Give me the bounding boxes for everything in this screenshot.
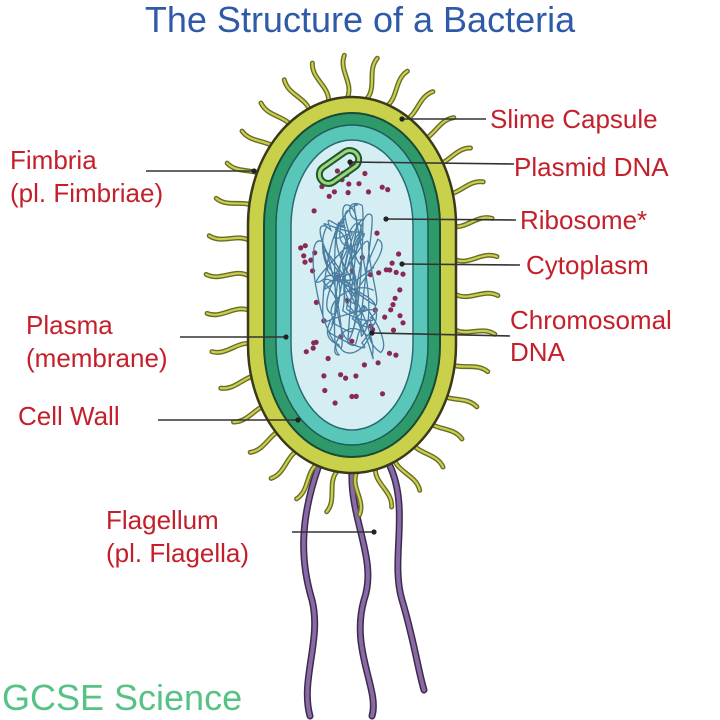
ribosome-dot [400,271,406,277]
label-cytoplasm: Cytoplasm [526,250,649,280]
ribosome-dot [301,253,307,259]
ribosome-dot [361,362,367,368]
fimbria-hair-inner [374,467,393,509]
flagellum-tail [386,462,428,694]
ribosome-dot [308,257,314,263]
ribosome-dot [332,400,338,406]
label-ribosome: Ribosome* [520,205,648,235]
ribosome-dot [353,373,359,379]
ribosome-dot [321,373,327,379]
fimbria-hair-inner [353,471,363,516]
ribosome-dot [346,181,352,187]
ribosome-dot [390,302,396,308]
ribosome-dot [375,360,381,366]
ribosome-dot [331,189,337,195]
label-chromosomal-line2: DNA [510,337,565,367]
flagellum-tail-inner [301,466,320,718]
label-plasma-line1: Plasma [26,310,113,340]
fimbria-hair-inner [311,61,330,103]
flagella [300,462,428,720]
ribosome-dot [345,190,351,196]
ribosome-dot [400,320,406,326]
ribosome-dot [396,251,402,257]
ribosome-dot [302,243,308,249]
ribosomes [298,161,406,406]
ribosome-dot [390,327,397,333]
fimbria-hair-inner [341,54,351,99]
ribosome-dot [376,270,382,276]
ribosome-dot [334,168,340,174]
fimbria-hair-inner [325,469,339,513]
leader-chromosomal-dna [371,332,511,337]
ribosome-dot [392,295,398,301]
ribosome-dot [387,267,393,273]
label-plasmid-dna: Plasmid DNA [514,152,669,182]
label-fimbria-line2: (pl. Fimbriae) [10,178,164,208]
ribosome-dot [393,352,399,358]
ribosome-dot [349,393,355,400]
flagellum-tail-inner [349,470,376,718]
ribosome-dot [349,338,355,344]
leader-plasmid-dna [349,161,515,165]
label-plasma-line2: (membrane) [26,343,168,373]
leader-dots [251,116,405,535]
ribosome-dot [397,313,403,319]
fimbria-hair-inner [205,272,250,278]
plasmid-dna-inner [317,149,361,185]
label-fimbria-line1: Fimbria [10,145,97,175]
label-flagellum-line2: (pl. Flagella) [106,538,250,568]
ribosome-dot [311,340,317,346]
ribosome-dot [353,393,359,399]
ribosome-dot [379,184,385,190]
ribosome-dot [302,259,308,265]
ribosome-dot [393,269,399,275]
ribosome-dot [298,245,304,251]
ribosome-dot [325,355,331,362]
flagellum-tail-inner [388,464,426,692]
ribosome-dot [386,350,393,356]
label-flagellum-line1: Flagellum [106,505,219,535]
ribosome-dot [311,208,317,214]
ribosome-dot [385,187,391,193]
chromosomal-dna [312,202,385,360]
ribosome-dot [310,345,316,351]
fimbria-hair-inner [205,307,251,316]
label-slime-capsule: Slime Capsule [490,104,658,134]
footer-brand: GCSE Science [2,677,243,718]
fimbria-hair-inner [454,292,499,298]
fimbria-hair-inner [365,57,379,101]
ribosome-dot [397,287,403,293]
ribosome-dot [389,260,395,266]
label-chromosomal-line1: Chromosomal [510,305,672,335]
ribosome-dot [322,387,328,394]
ribosome-dot [388,307,394,313]
ribosome-dot [303,349,309,355]
ribosome-dot [374,230,380,236]
leader-cytoplasm [401,263,521,266]
page-title: The Structure of a Bacteria [144,0,576,40]
ribosome-dot [382,314,388,320]
ribosome-dot [326,193,332,199]
ribosome-dot [356,181,362,187]
ribosome-dot [362,170,368,177]
leader-lines [146,118,521,533]
fimbria-hair-inner [453,254,499,263]
label-cell-wall: Cell Wall [18,401,120,431]
ribosome-dot [379,391,386,397]
leader-ribosome [385,218,517,221]
ribosome-dot [338,372,344,378]
ribosome-dot [365,189,372,195]
ribosome-dot [313,299,319,305]
ribosome-dot [343,375,349,381]
